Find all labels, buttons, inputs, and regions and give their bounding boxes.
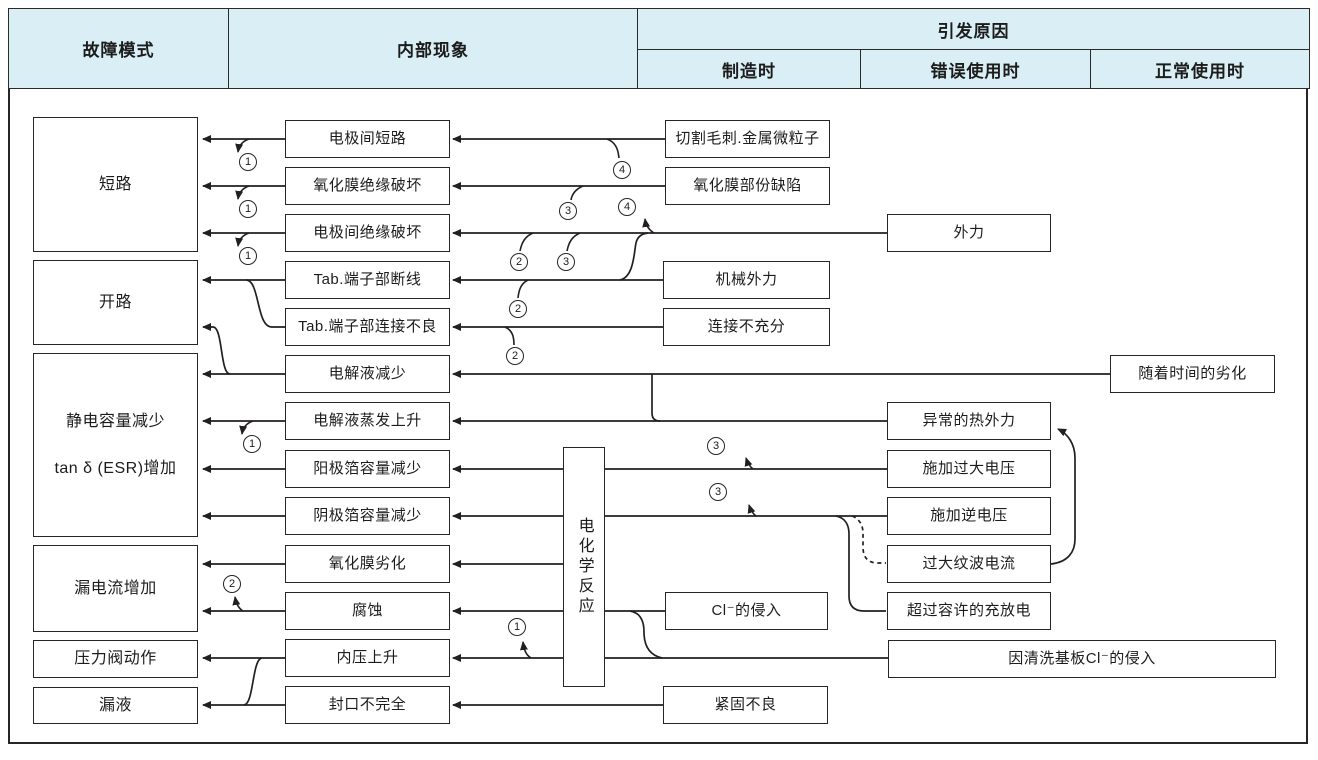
header-cause-misuse: 错误使用时	[860, 49, 1091, 89]
jump-badge-3: 3	[707, 437, 725, 455]
node-external-force: 外力	[887, 214, 1051, 252]
jump-badge-1: 1	[508, 618, 526, 636]
node-corrosion: 腐蚀	[285, 592, 450, 630]
node-capacitance-decrease: 静电容量减少 tan δ (ESR)增加	[33, 353, 198, 537]
node-poor-fastening: 紧固不良	[663, 686, 828, 724]
header-failure-mode: 故障模式	[8, 8, 229, 89]
node-electrochemical-reaction: 电化学反应	[563, 447, 605, 687]
node-cl-ion-intrusion-board-cleaning: 因清洗基板Cl⁻的侵入	[888, 640, 1276, 678]
jump-badge-1: 1	[239, 200, 257, 218]
node-leakage-current-increase: 漏电流增加	[33, 545, 198, 632]
jump-badge-2: 2	[509, 300, 527, 318]
node-oxide-film-degradation: 氧化膜劣化	[285, 545, 450, 583]
node-excessive-ripple-current: 过大纹波电流	[887, 545, 1051, 583]
dashed-branch-ripple-current	[851, 515, 886, 564]
node-abnormal-thermal-force: 异常的热外力	[887, 402, 1051, 440]
node-electrolyte-evaporation: 电解液蒸发上升	[285, 402, 450, 440]
node-excessive-voltage: 施加过大电压	[887, 450, 1051, 488]
node-tab-terminal-break: Tab.端子部断线	[285, 261, 450, 299]
jump-badge-3: 3	[557, 253, 575, 271]
node-inter-electrode-insulation-破坏: 电极间绝缘破坏	[285, 214, 450, 252]
node-anode-foil-capacity-decrease: 阳极箔容量减少	[285, 450, 450, 488]
node-short-circuit: 短路	[33, 117, 198, 252]
jump-badge-1: 1	[239, 153, 257, 171]
node-insufficient-connection: 连接不充分	[663, 308, 830, 346]
table-outer-border	[8, 8, 1308, 744]
jump-connector-stubs	[232, 138, 757, 659]
jump-badge-3: 3	[709, 483, 727, 501]
node-liquid-leakage: 漏液	[33, 687, 198, 724]
jump-badge-1: 1	[239, 247, 257, 265]
node-incomplete-sealing: 封口不完全	[285, 686, 450, 724]
jump-badge-1: 1	[243, 435, 261, 453]
main-arrows	[202, 135, 1110, 709]
node-degradation-over-time: 随着时间的劣化	[1110, 355, 1275, 393]
node-mechanical-external-force: 机械外力	[663, 261, 830, 299]
jump-badge-4: 4	[618, 198, 636, 216]
node-cutting-burr-metal-particles: 切割毛刺.金属微粒子	[665, 120, 830, 158]
node-open-circuit: 开路	[33, 260, 198, 345]
node-charge-discharge-over-limit: 超过容许的充放电	[887, 592, 1051, 630]
jump-badge-2: 2	[506, 347, 524, 365]
node-reverse-voltage: 施加逆电压	[887, 497, 1051, 535]
jump-badge-2: 2	[223, 575, 241, 593]
node-oxide-film-partial-defect: 氧化膜部份缺陷	[665, 167, 830, 205]
jump-badge-2: 2	[510, 253, 528, 271]
node-internal-pressure-rise: 内压上升	[285, 639, 450, 677]
node-tab-terminal-bad-connection: Tab.端子部连接不良	[285, 308, 450, 346]
node-cathode-foil-capacity-decrease: 阴极箔容量减少	[285, 497, 450, 535]
node-pressure-valve-operation: 压力阀动作	[33, 640, 198, 678]
jump-badge-4: 4	[613, 161, 631, 179]
header-cause-normal-use: 正常使用时	[1090, 49, 1310, 89]
node-oxide-film-insulation-破坏: 氧化膜绝缘破坏	[285, 167, 450, 205]
header-cause-manufacturing: 制造时	[637, 49, 861, 89]
header-internal-phenomenon: 内部现象	[228, 8, 638, 89]
node-inter-electrode-short: 电极间短路	[285, 120, 450, 158]
node-cl-ion-intrusion: Cl⁻的侵入	[665, 592, 828, 630]
node-electrolyte-decrease: 电解液减少	[285, 355, 450, 393]
branch-curves	[243, 232, 886, 706]
jump-badge-3: 3	[559, 202, 577, 220]
